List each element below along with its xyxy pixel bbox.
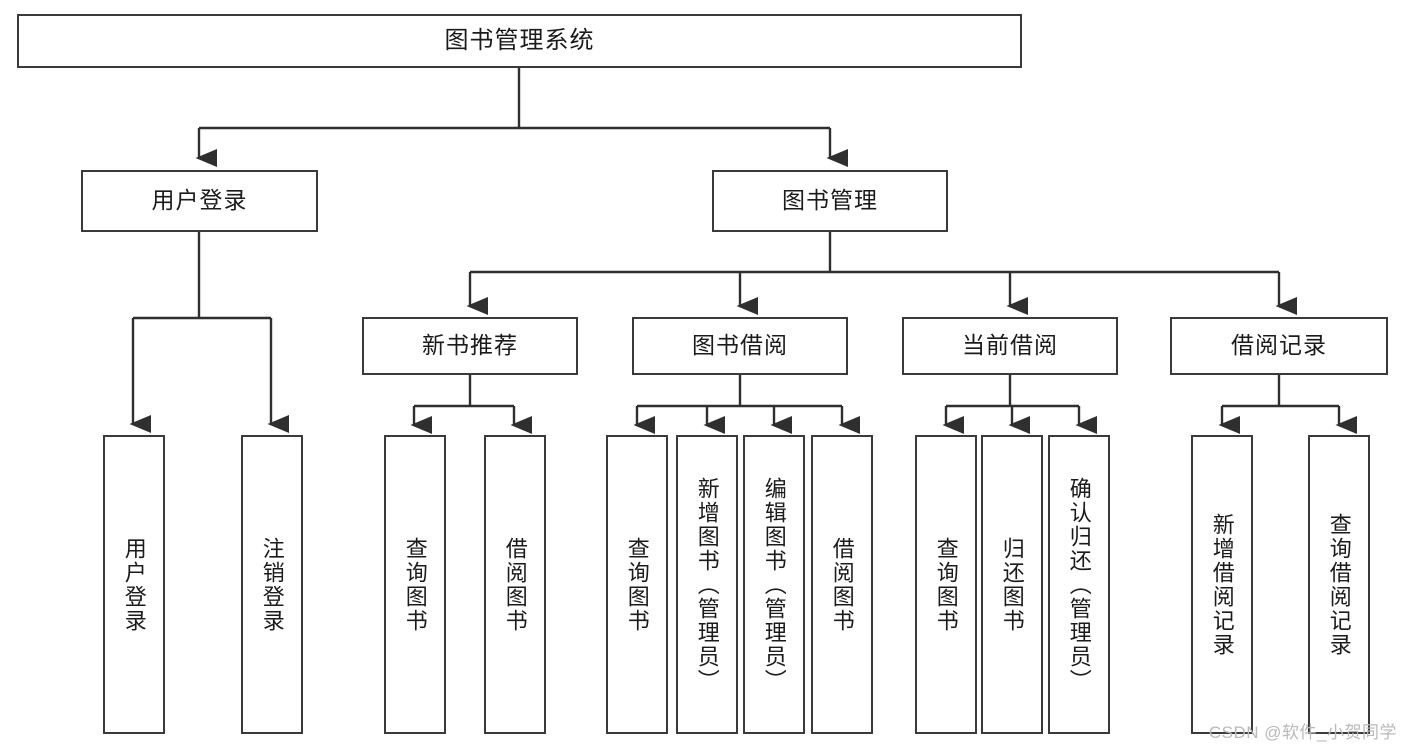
node-leaf-add-record-label: 新增借阅记录 bbox=[1209, 512, 1235, 657]
node-leaf-confirm-return-label: 确认归还（管理员） bbox=[1066, 476, 1092, 693]
node-book-manage-label: 图书管理 bbox=[782, 187, 878, 214]
node-current-borrow[interactable]: 当前借阅 bbox=[902, 317, 1118, 375]
node-leaf-return-book[interactable]: 归还图书 bbox=[981, 435, 1043, 734]
node-current-borrow-label: 当前借阅 bbox=[962, 332, 1058, 359]
node-leaf-query-book-3[interactable]: 查询图书 bbox=[915, 435, 977, 734]
node-leaf-add-book[interactable]: 新增图书（管理员） bbox=[676, 435, 738, 734]
node-leaf-confirm-return[interactable]: 确认归还（管理员） bbox=[1048, 435, 1110, 734]
node-leaf-return-book-label: 归还图书 bbox=[999, 536, 1025, 633]
node-leaf-query-book-1[interactable]: 查询图书 bbox=[384, 435, 446, 734]
node-leaf-edit-book[interactable]: 编辑图书（管理员） bbox=[743, 435, 805, 734]
node-book-borrow-label: 图书借阅 bbox=[692, 332, 788, 359]
node-root[interactable]: 图书管理系统 bbox=[17, 14, 1022, 68]
node-leaf-user-login[interactable]: 用户登录 bbox=[103, 435, 165, 734]
node-leaf-borrow-book-1[interactable]: 借阅图书 bbox=[484, 435, 546, 734]
node-leaf-add-book-label: 新增图书（管理员） bbox=[694, 476, 720, 693]
node-leaf-edit-book-label: 编辑图书（管理员） bbox=[761, 476, 787, 693]
node-book-borrow[interactable]: 图书借阅 bbox=[632, 317, 848, 375]
node-leaf-query-book-2[interactable]: 查询图书 bbox=[606, 435, 668, 734]
node-new-book-recommend[interactable]: 新书推荐 bbox=[362, 317, 578, 375]
node-root-label: 图书管理系统 bbox=[444, 26, 595, 54]
node-book-manage[interactable]: 图书管理 bbox=[712, 170, 948, 232]
node-leaf-borrow-book-2-label: 借阅图书 bbox=[829, 536, 855, 633]
node-leaf-logout-login[interactable]: 注销登录 bbox=[241, 435, 303, 734]
node-leaf-query-book-2-label: 查询图书 bbox=[624, 536, 650, 633]
watermark: CSDN @软件_小贺同学 bbox=[1208, 723, 1397, 742]
node-leaf-query-book-1-label: 查询图书 bbox=[402, 536, 428, 633]
node-borrow-record-label: 借阅记录 bbox=[1231, 332, 1327, 359]
node-leaf-borrow-book-2[interactable]: 借阅图书 bbox=[811, 435, 873, 734]
node-new-book-recommend-label: 新书推荐 bbox=[422, 332, 518, 359]
node-leaf-add-record[interactable]: 新增借阅记录 bbox=[1191, 435, 1253, 734]
node-user-login[interactable]: 用户登录 bbox=[81, 170, 318, 232]
node-leaf-query-record-label: 查询借阅记录 bbox=[1326, 512, 1352, 657]
node-leaf-logout-login-label: 注销登录 bbox=[259, 536, 285, 633]
node-leaf-query-book-3-label: 查询图书 bbox=[933, 536, 959, 633]
node-leaf-borrow-book-1-label: 借阅图书 bbox=[502, 536, 528, 633]
node-leaf-query-record[interactable]: 查询借阅记录 bbox=[1308, 435, 1370, 734]
node-borrow-record[interactable]: 借阅记录 bbox=[1170, 317, 1388, 375]
node-leaf-user-login-label: 用户登录 bbox=[121, 536, 147, 633]
node-user-login-label: 用户登录 bbox=[151, 187, 248, 214]
